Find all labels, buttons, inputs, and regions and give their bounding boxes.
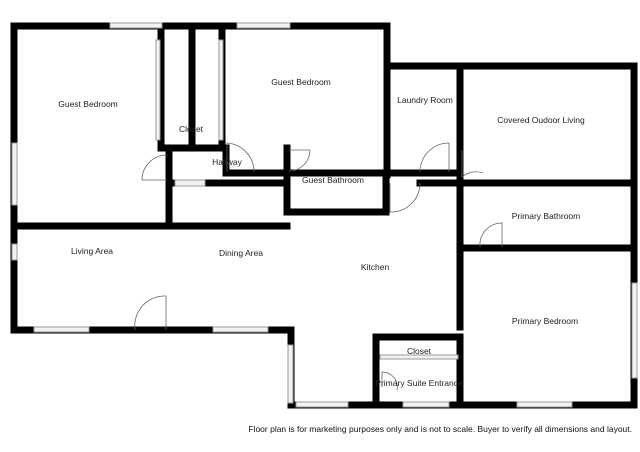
room-label-hallway: Hallway [212,157,242,167]
room-label-dining-area: Dining Area [219,248,263,258]
room-label-primary-suite-entrance: Primary Suite Entrance [375,378,463,388]
windows [11,22,638,408]
room-label-primary-bedroom: Primary Bedroom [511,316,579,326]
room-label-kitchen: Kitchen [360,262,390,272]
room-label-guest-bedroom-2: Guest Bedroom [271,77,331,87]
room-label-covered-outdoor-living: Covered Oudoor Living [497,115,585,125]
room-label-primary-bathroom: Primary Bathroom [511,211,581,221]
room-label-guest-bedroom: Guest Bedroom [58,99,118,109]
disclaimer-text: Floor plan is for marketing purposes onl… [248,424,632,434]
room-label-closet-2: Closet [406,346,432,356]
room-label-laundry-room: Laundry Room [397,95,453,105]
room-label-closet: Closet [178,124,204,134]
room-label-guest-bathroom: Guest Bathroom [302,175,364,185]
doors [134,142,503,391]
room-label-living-area: Living Area [70,246,114,256]
